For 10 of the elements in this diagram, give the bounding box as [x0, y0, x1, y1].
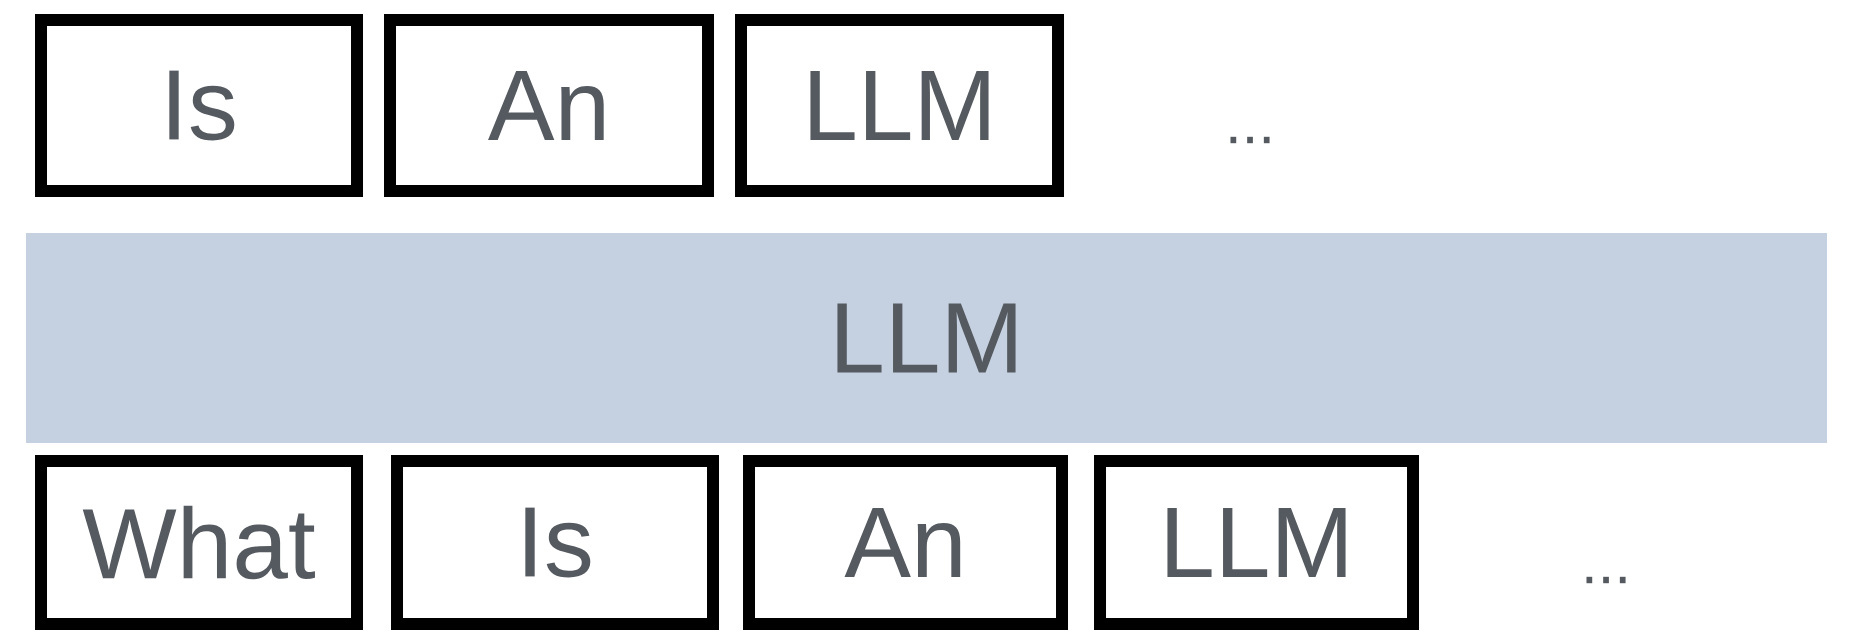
token-box: Is — [391, 455, 719, 630]
token-box: What — [35, 455, 363, 630]
token-box: LLM — [735, 14, 1064, 197]
ellipsis: ... — [1230, 136, 1270, 144]
model-band: LLM — [26, 233, 1827, 443]
token-box: LLM — [1094, 455, 1419, 630]
token-box: An — [743, 455, 1068, 630]
ellipsis: ... — [1586, 576, 1626, 584]
token-box: Is — [35, 14, 363, 197]
token-box: An — [384, 14, 714, 197]
